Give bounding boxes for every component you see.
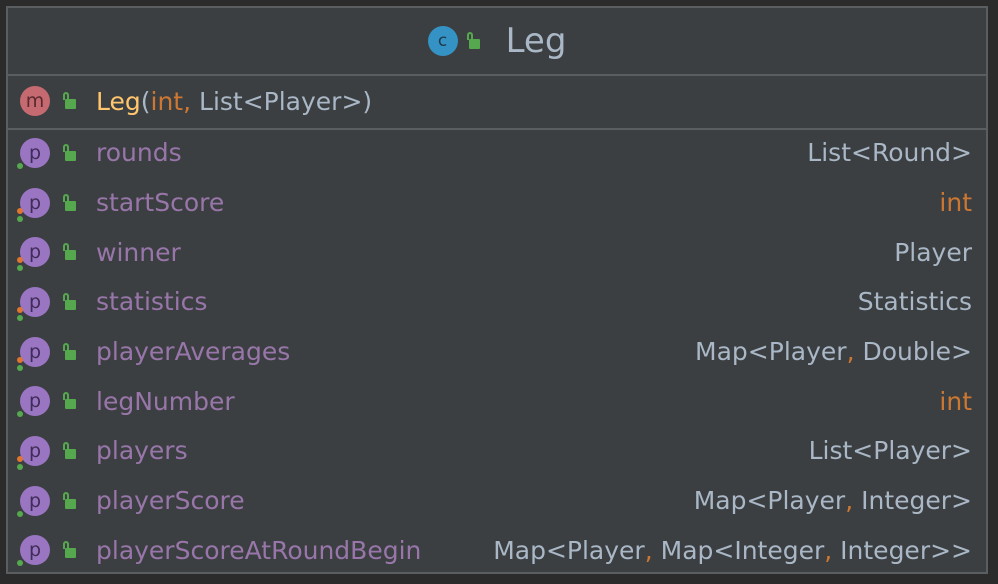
property-icon: p [17, 386, 50, 418]
constructor-param-int: int [150, 86, 184, 116]
property-type: Statistics [857, 287, 972, 317]
property-icon: p [17, 435, 50, 470]
property-row[interactable]: p legNumber int [8, 376, 986, 426]
property-type: Map<Player, Double> [695, 337, 972, 367]
property-name: winner [96, 237, 181, 267]
property-icon: p [17, 535, 50, 567]
property-row[interactable]: p statistics Statistics [8, 277, 986, 327]
property-type: List<Player> [808, 436, 972, 466]
public-lock-icon [62, 193, 76, 212]
property-icon: p [17, 286, 50, 321]
property-type: int [939, 188, 972, 218]
method-icon: m [20, 86, 50, 116]
property-name: rounds [96, 138, 182, 168]
property-row[interactable]: p playerScore Map<Player, Integer> [8, 476, 986, 526]
class-header: c Leg [8, 8, 986, 76]
property-icon: p [17, 137, 50, 169]
property-type: Player [894, 237, 972, 267]
property-icon: p [17, 485, 50, 517]
public-lock-icon [62, 143, 76, 162]
property-icon: p [17, 187, 50, 222]
property-name: legNumber [96, 386, 235, 416]
property-name: startScore [96, 188, 225, 218]
property-name: statistics [96, 287, 208, 317]
class-diagram-card: c Leg m Leg(int, List<Player>) p rounds … [6, 6, 988, 574]
constructor-name: Leg [96, 86, 141, 116]
property-name: playerScoreAtRoundBegin [96, 535, 422, 565]
property-row[interactable]: p rounds List<Round> [8, 128, 986, 178]
property-row[interactable]: p playerScoreAtRoundBegin Map<Player, Ma… [8, 526, 986, 576]
public-lock-icon [62, 342, 76, 361]
property-row[interactable]: p startScore int [8, 178, 986, 228]
property-name: playerScore [96, 486, 245, 516]
property-icon: p [17, 336, 50, 371]
constructor-row[interactable]: m Leg(int, List<Player>) [8, 74, 986, 130]
public-lock-icon [62, 92, 76, 110]
public-lock-icon [62, 441, 76, 460]
class-name: Leg [505, 21, 567, 61]
property-row[interactable]: p playerAverages Map<Player, Double> [8, 327, 986, 377]
public-lock-icon [62, 243, 76, 261]
property-name: players [96, 436, 188, 466]
property-list: p rounds List<Round> p startScore int p … [8, 128, 986, 575]
property-type: int [939, 386, 972, 416]
property-type: Map<Player, Integer> [693, 486, 972, 516]
property-row[interactable]: p winner Player [8, 227, 986, 277]
property-type: List<Round> [807, 138, 972, 168]
constructor-param-list: List<Player> [199, 86, 363, 116]
public-lock-icon [62, 491, 76, 510]
public-lock-icon [62, 541, 76, 559]
property-row[interactable]: p players List<Player> [8, 426, 986, 476]
property-type: Map<Player, Map<Integer, Integer>> [493, 535, 972, 565]
class-icon: c [427, 26, 458, 56]
public-lock-icon [62, 292, 76, 311]
property-icon: p [17, 237, 50, 272]
constructor-signature: Leg(int, List<Player>) [96, 86, 373, 116]
public-lock-icon [62, 392, 76, 410]
public-lock-icon [466, 32, 480, 50]
property-name: playerAverages [96, 337, 291, 367]
